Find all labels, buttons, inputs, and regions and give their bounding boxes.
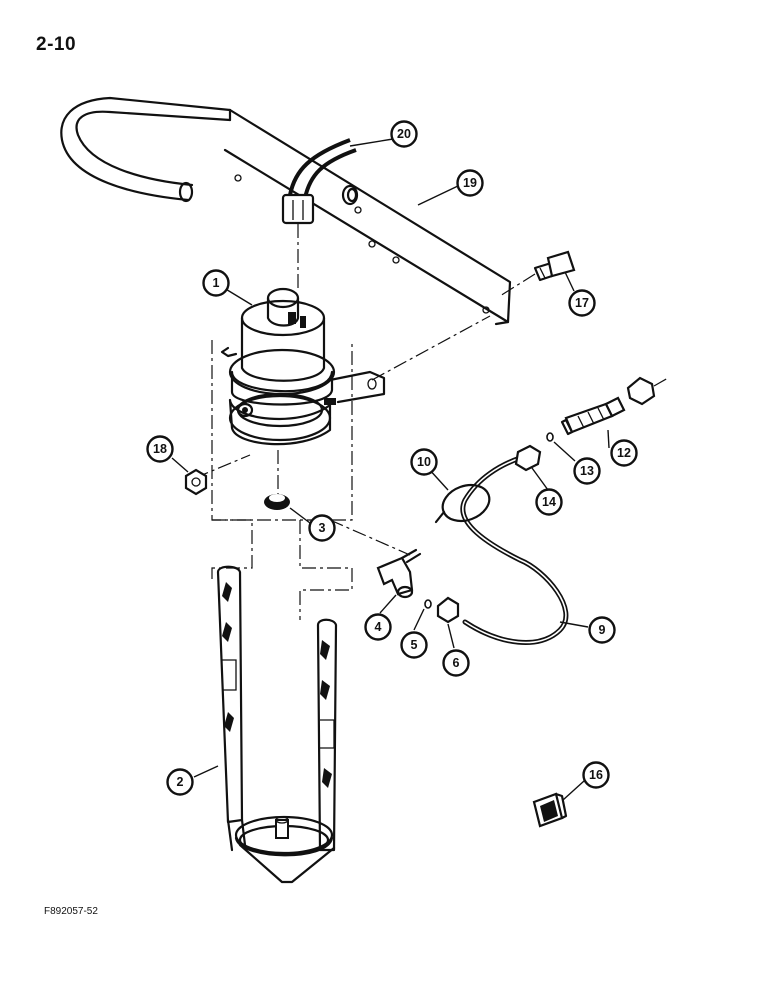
callout-label: 4 [375, 620, 382, 634]
callout-label: 19 [463, 176, 477, 190]
figure-code: F892057-52 [44, 906, 98, 917]
tube-nut-drawing [436, 596, 460, 624]
callout-12: 12 [610, 439, 638, 467]
fuel-pump-drawing [220, 287, 386, 446]
callout-label: 20 [397, 127, 411, 141]
filter-strap-drawing [216, 565, 338, 884]
callout-label: 13 [580, 464, 594, 478]
fitting-drawing [560, 376, 669, 436]
callout-4: 4 [364, 613, 392, 641]
callout-label: 2 [177, 775, 184, 789]
callout-13: 13 [573, 457, 601, 485]
connector-nut-drawing [514, 444, 542, 472]
callout-label: 18 [153, 442, 167, 456]
callout-label: 1 [213, 276, 220, 290]
callout-label: 17 [575, 296, 589, 310]
callout-9: 9 [588, 616, 616, 644]
callout-20: 20 [390, 120, 418, 148]
callout-10: 10 [410, 448, 438, 476]
callout-label: 14 [542, 495, 556, 509]
callout-5: 5 [400, 631, 428, 659]
callout-label: 6 [453, 656, 460, 670]
switch-drawing [532, 792, 568, 828]
callout-label: 16 [589, 768, 603, 782]
leader-lines [171, 138, 610, 801]
elbow-fitting-drawing [376, 548, 422, 599]
callout-17: 17 [568, 289, 596, 317]
callout-16: 16 [582, 761, 610, 789]
callout-label: 3 [319, 521, 326, 535]
wire-harness-drawing [281, 138, 357, 290]
callout-14: 14 [535, 488, 563, 516]
mounting-bracket-drawing [60, 96, 512, 326]
callout-18: 18 [146, 435, 174, 463]
callout-label: 12 [617, 446, 631, 460]
callout-1: 1 [202, 269, 230, 297]
callout-label: 9 [599, 623, 606, 637]
nut-drawing [184, 468, 208, 496]
callout-label: 10 [417, 455, 431, 469]
callout-label: 5 [411, 638, 418, 652]
page-number: 2-10 [36, 34, 77, 55]
fuel-line-drawing [460, 455, 569, 645]
callout-2: 2 [166, 768, 194, 796]
callout-19: 19 [456, 169, 484, 197]
ferrule-drawing [546, 432, 554, 442]
clamp-drawing [434, 483, 491, 524]
callout-3: 3 [308, 514, 336, 542]
bolt-drawing [499, 250, 576, 297]
grommet-drawing [264, 494, 290, 510]
callout-6: 6 [442, 649, 470, 677]
sleeve-drawing [424, 599, 432, 609]
